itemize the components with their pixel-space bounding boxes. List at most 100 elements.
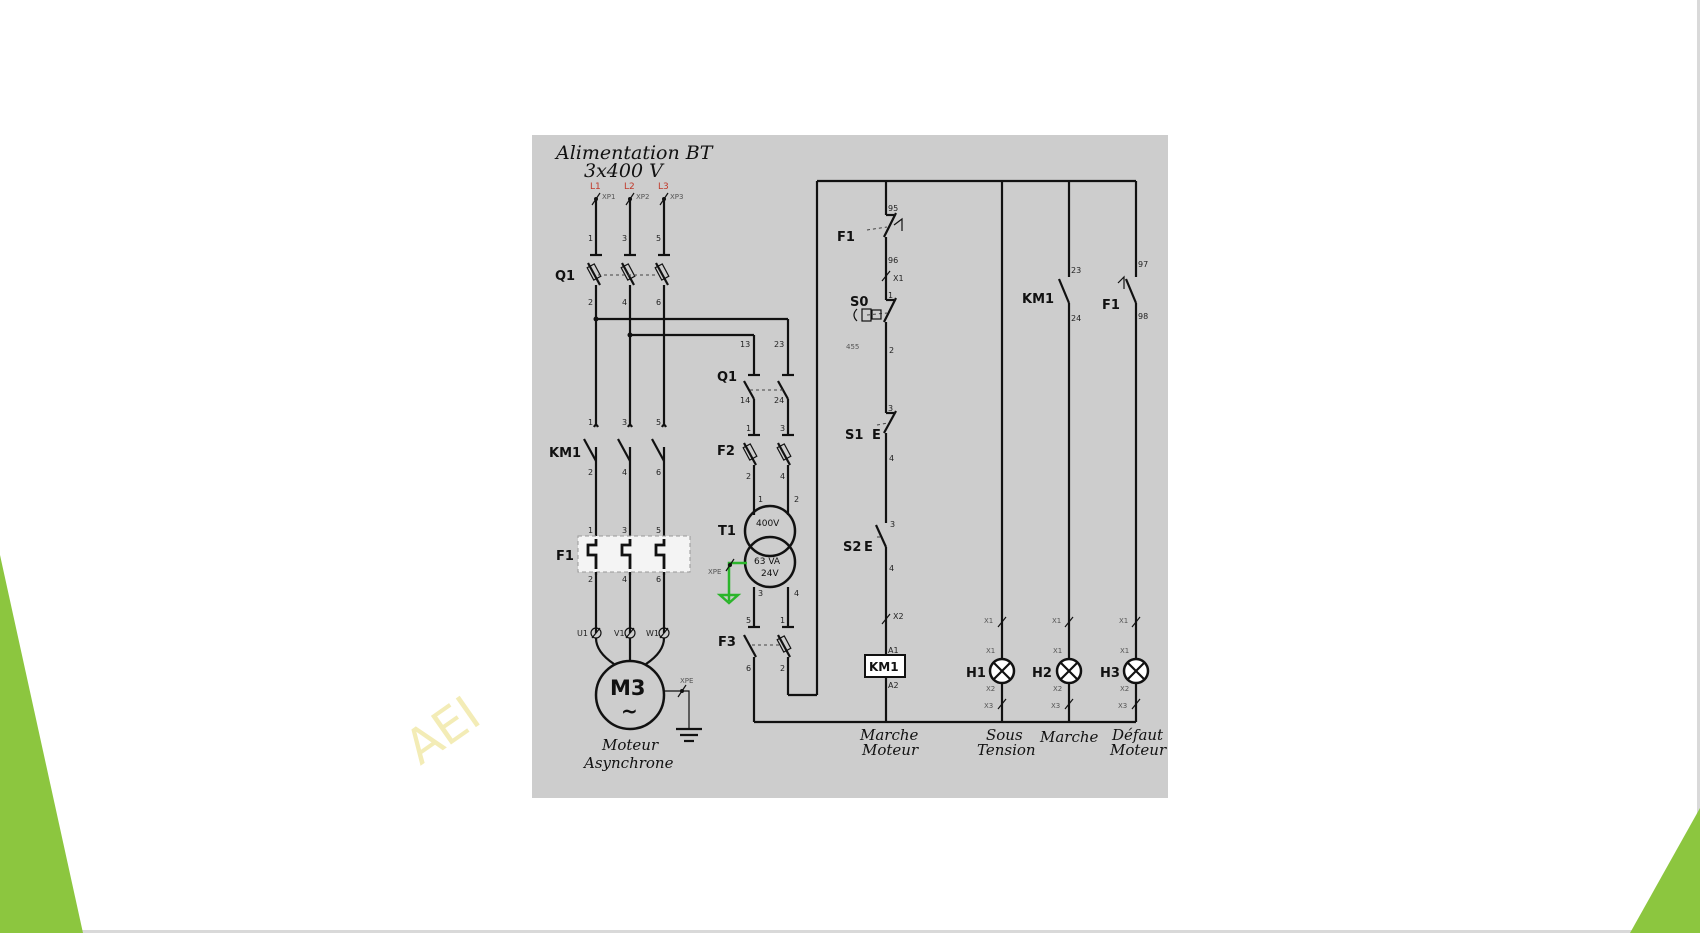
terminal: X3	[1051, 702, 1060, 710]
pin: 4	[794, 589, 799, 598]
h3-label: H3	[1100, 666, 1120, 681]
t1-power: 63 VA	[754, 557, 781, 567]
pin: 1	[780, 616, 785, 625]
terminal-xp3: XP3	[670, 193, 683, 201]
pin: 96	[888, 256, 898, 265]
terminal: X1	[984, 617, 993, 625]
pin: 4	[889, 454, 894, 463]
s0-code: 455	[846, 343, 859, 351]
pin: 6	[656, 468, 661, 477]
pin: 4	[780, 472, 785, 481]
pin: 2	[780, 664, 785, 673]
f1-power-label: F1	[556, 549, 574, 564]
t1-earth-terminal: XPE	[708, 568, 721, 576]
f1-no-label: F1	[1102, 298, 1120, 313]
caption-marche: Marche	[1039, 728, 1099, 746]
slide-edge	[1697, 0, 1700, 933]
pin: X1	[1120, 647, 1129, 655]
f1-thermal-relay	[577, 535, 691, 573]
pin: 24	[774, 396, 784, 405]
terminal-v1: V1	[614, 629, 625, 638]
pin: X2	[1053, 685, 1062, 693]
motor-m3	[594, 659, 702, 743]
pin: 2	[746, 472, 751, 481]
phase-lines	[590, 192, 670, 257]
terminal-w1: W1	[646, 629, 659, 638]
pin: A1	[888, 646, 899, 655]
pin: X1	[1053, 647, 1062, 655]
pin: 4	[622, 468, 627, 477]
control-bus	[754, 179, 1136, 724]
pin: 98	[1138, 312, 1148, 321]
caption-marche-moteur-2: Moteur	[861, 741, 919, 759]
green-corner-right	[1630, 808, 1700, 933]
pin: 1	[888, 291, 893, 300]
pin: 3	[622, 526, 627, 535]
terminal: X3	[1118, 702, 1127, 710]
branch-defaut-moteur	[1117, 181, 1150, 722]
km1-main-contacts	[583, 423, 668, 462]
pin: 5	[746, 616, 751, 625]
pin: 1	[588, 526, 593, 535]
s1-label: S1	[845, 428, 863, 443]
pin: 1	[746, 424, 751, 433]
pin: 4	[622, 298, 627, 307]
pin: 5	[656, 234, 661, 243]
t1-label: T1	[718, 524, 736, 539]
pin: X2	[1120, 685, 1129, 693]
terminal-u1: U1	[577, 629, 588, 638]
pin: 5	[656, 418, 661, 427]
pin: 14	[740, 396, 750, 405]
pin: 1	[588, 418, 593, 427]
motor-caption-1: Moteur	[601, 736, 659, 754]
f2-label: F2	[717, 444, 735, 459]
motor-earth-terminal: XPE	[680, 677, 693, 685]
pin: 23	[774, 340, 784, 349]
terminal-xp2: XP2	[636, 193, 649, 201]
terminal-xp1: XP1	[602, 193, 615, 201]
q1-aux-label: Q1	[717, 370, 737, 385]
caption-marche-moteur-1: Marche	[859, 726, 919, 744]
pin: 3	[888, 404, 893, 413]
s1-e-label: E	[872, 428, 881, 443]
pin: X1	[986, 647, 995, 655]
terminal: X1	[1119, 617, 1128, 625]
pin: 6	[656, 298, 661, 307]
caption-sous-tension-2: Tension	[977, 741, 1036, 759]
q1-label: Q1	[555, 269, 575, 284]
km1-coil-label: KM1	[869, 660, 899, 674]
pin: 5	[656, 526, 661, 535]
pin: 6	[656, 575, 661, 584]
pin: 95	[888, 204, 898, 213]
motor-caption-2: Asynchrone	[582, 754, 674, 772]
pin: 2	[588, 575, 593, 584]
pin: 23	[1071, 266, 1081, 275]
pin: 1	[758, 495, 763, 504]
f1-nc-label: F1	[837, 230, 855, 245]
pin: 13	[740, 340, 750, 349]
caption-defaut-moteur-2: Moteur	[1109, 741, 1167, 759]
h2-label: H2	[1032, 666, 1052, 681]
pin: 2	[794, 495, 799, 504]
caption-sous-tension-1: Sous	[986, 726, 1023, 744]
pin: 97	[1138, 260, 1148, 269]
motor-label: M3	[610, 676, 646, 700]
pin: 3	[890, 520, 895, 529]
s2-e-label: E	[864, 540, 873, 555]
phase-l3-label: L3	[658, 182, 669, 192]
pin: 3	[622, 418, 627, 427]
pin: 1	[588, 234, 593, 243]
green-corner-left	[0, 555, 83, 933]
pin: 4	[622, 575, 627, 584]
q1-aux-contacts	[743, 363, 794, 435]
pin: X2	[986, 685, 995, 693]
terminal: X3	[984, 702, 993, 710]
caption-defaut-moteur-1: Défaut	[1111, 726, 1164, 744]
pin: 3	[622, 234, 627, 243]
f3-fuse-disconnect	[743, 625, 817, 722]
pin: 2	[889, 346, 894, 355]
phase-l1-label: L1	[590, 182, 601, 192]
h1-label: H1	[966, 666, 986, 681]
terminal: X1	[893, 274, 904, 283]
t1-primary-voltage: 400V	[756, 519, 780, 529]
